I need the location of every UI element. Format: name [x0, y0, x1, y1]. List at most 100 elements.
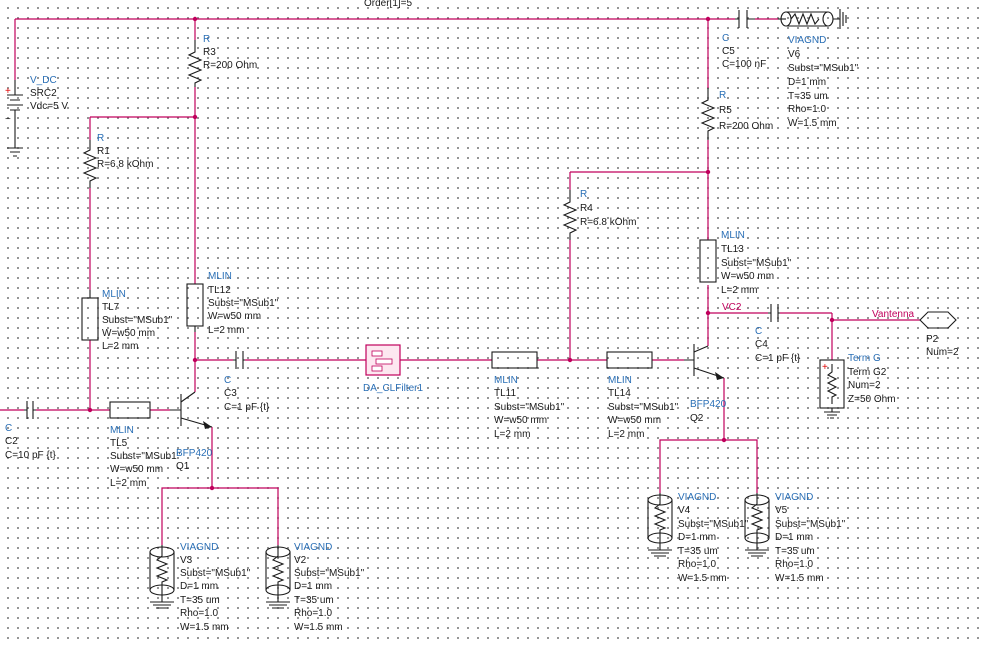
term-type: Term G — [848, 353, 881, 364]
transistor-q1[interactable]: BFP420 Q1 — [170, 391, 213, 472]
tl5-l: L=2 mm — [110, 478, 146, 489]
junctions — [87, 16, 835, 491]
r3-id: R3 — [203, 47, 216, 58]
term-g2[interactable]: + Term G Term G2 Num=2 Z=50 Ohm — [819, 353, 896, 419]
tl13-type: MLIN — [721, 230, 745, 241]
port-num: Num=2 — [926, 347, 959, 358]
mlin-tl11[interactable]: MLIN TL11 Subst="MSub1" W=w50 mm L=2 mm — [491, 351, 565, 440]
tl12-l: L=2 mm — [208, 325, 244, 336]
filter-da-clfilter1[interactable]: DA_CLFilter1 — [363, 344, 423, 394]
tl13-w: W=w50 mm — [721, 271, 774, 282]
mlin-tl12[interactable]: MLIN TL12 Subst="MSub1" W=w50 mm L=2 mm — [186, 271, 279, 336]
tl7-id: TL7 — [102, 302, 120, 313]
v4-type: VIAGND — [678, 492, 716, 503]
term-z: Z=50 Ohm — [848, 394, 896, 405]
c3-value: C=1 pF {t} — [224, 402, 270, 413]
v6-d: D=1 mm — [788, 77, 826, 88]
v2-t: T=35 um — [294, 595, 334, 606]
term-id: Term G2 — [848, 367, 887, 378]
v3-t: T=35 um — [180, 595, 220, 606]
c2-id: C2 — [5, 436, 18, 447]
via-ground-v6[interactable]: VIAGND V6 Subst="MSub1" D=1 mm T=35 um R… — [778, 9, 859, 129]
q2-id: Q2 — [690, 413, 704, 424]
tl11-type: MLIN — [494, 375, 518, 386]
port-id: P2 — [926, 334, 939, 345]
v4-w: W=1.5 mm — [678, 573, 727, 584]
v2-w: W=1.5 mm — [294, 622, 343, 633]
v4-t: T=35 um — [678, 546, 718, 557]
tl7-l: L=2 mm — [102, 341, 138, 352]
port-p2[interactable]: P2 Num=2 — [919, 311, 959, 358]
capacitor-c2[interactable]: C C2 C=10 pF {t} — [5, 401, 57, 461]
net-label-vc2: VC2 — [722, 302, 742, 313]
v6-subst: Subst="MSub1" — [788, 63, 859, 74]
c3-type: C — [224, 375, 231, 386]
tl14-type: MLIN — [608, 375, 632, 386]
v5-rho: Rho=1.0 — [775, 559, 814, 570]
svg-text:+: + — [5, 86, 11, 97]
v5-d: D=1 mm — [775, 532, 813, 543]
mlin-tl7[interactable]: MLIN TL7 Subst="MSub1" W=w50 mm L=2 mm — [81, 289, 173, 352]
resistor-r5[interactable]: R R5 R=200 Ohm — [700, 88, 773, 140]
dc-source-src2[interactable]: + − V_DC SRC2 Vdc=5 V — [5, 75, 68, 157]
v3-rho: Rho=1.0 — [180, 608, 219, 619]
tl14-w: W=w50 mm — [608, 415, 661, 426]
via-ground-v2[interactable]: VIAGND V2 Subst="MSub1" D=1 mm T=35 um R… — [265, 542, 365, 633]
tl14-id: TL14 — [608, 388, 631, 399]
v5-id: V5 — [775, 505, 788, 516]
tl7-type: MLIN — [102, 289, 126, 300]
src2-value: Vdc=5 V — [30, 101, 68, 112]
resistor-r3[interactable]: R R3 R=200 Ohm — [187, 34, 257, 87]
tl7-subst: Subst="MSub1" — [102, 315, 173, 326]
r1-value: R=6.8 kOhm — [97, 159, 153, 170]
via-ground-v3[interactable]: VIAGND V3 Subst="MSub1" D=1 mm T=35 um R… — [149, 542, 251, 633]
mlin-tl13[interactable]: MLIN TL13 Subst="MSub1" W=w50 mm L=2 mm — [699, 230, 792, 296]
r3-type: R — [203, 34, 210, 45]
tl12-id: TL12 — [208, 285, 231, 296]
v4-id: V4 — [678, 505, 691, 516]
v5-subst: Subst="MSub1" — [775, 519, 846, 530]
resistor-r4[interactable]: R R4 R=6.8 kOhm — [562, 189, 636, 240]
capacitor-c5[interactable]: C C5 C=100 nF — [722, 10, 766, 70]
mlin-tl5[interactable]: MLIN TL5 Subst="MSub1" W=w50 mm L=2 mm — [109, 401, 181, 489]
capacitor-c4[interactable]: C C4 C=1 pF {t} — [755, 304, 801, 364]
c3-id: C3 — [224, 388, 237, 399]
c2-value: C=10 pF {t} — [5, 450, 57, 461]
tl14-subst: Subst="MSub1" — [608, 402, 679, 413]
src2-id: SRC2 — [30, 88, 57, 99]
via-ground-v4[interactable]: VIAGND V4 Subst="MSub1" D=1 mm T=35 um R… — [647, 492, 749, 584]
v6-t: T=35 um — [788, 91, 828, 102]
tl11-id: TL11 — [494, 388, 516, 399]
r4-type: R — [580, 189, 587, 200]
tl5-w: W=w50 mm — [110, 464, 163, 475]
tl5-subst: Subst="MSub1" — [110, 451, 181, 462]
svg-text:+: + — [822, 362, 828, 373]
tl7-w: W=w50 mm — [102, 328, 155, 339]
tl12-w: W=w50 mm — [208, 311, 261, 322]
capacitor-c3[interactable]: C C3 C=1 pF {t} — [224, 351, 270, 413]
v2-id: V2 — [294, 555, 307, 566]
v3-type: VIAGND — [180, 542, 218, 553]
mlin-tl14[interactable]: MLIN TL14 Subst="MSub1" W=w50 mm L=2 mm — [606, 351, 679, 440]
resistor-r1[interactable]: R R1 R=6.8 kOhm — [82, 133, 153, 188]
term-num: Num=2 — [848, 380, 881, 391]
wires — [0, 18, 920, 545]
transistor-q2[interactable]: BFP420 Q2 — [684, 344, 727, 424]
via-ground-v5[interactable]: VIAGND V5 Subst="MSub1" D=1 mm T=35 um R… — [744, 492, 846, 584]
filter-id: DA_CLFilter1 — [363, 383, 423, 394]
v6-rho: Rho=1.0 — [788, 104, 827, 115]
v2-rho: Rho=1.0 — [294, 608, 333, 619]
tl11-w: W=w50 mm — [494, 415, 547, 426]
r1-id: R1 — [97, 146, 110, 157]
v3-w: W=1.5 mm — [180, 622, 229, 633]
r5-value: R=200 Ohm — [719, 121, 773, 132]
q1-id: Q1 — [176, 461, 190, 472]
v2-d: D=1 mm — [294, 581, 332, 592]
c4-id: C4 — [755, 339, 768, 350]
v3-d: D=1 mm — [180, 581, 218, 592]
v5-type: VIAGND — [775, 492, 813, 503]
tl5-id: TL5 — [110, 438, 128, 449]
v2-type: VIAGND — [294, 542, 332, 553]
v3-subst: Subst="MSub1" — [180, 568, 251, 579]
